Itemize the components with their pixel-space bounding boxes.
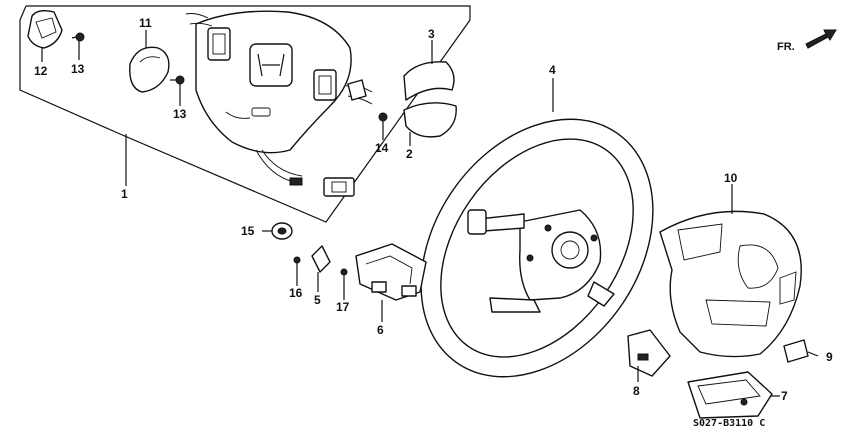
callout-7: 7 (781, 389, 788, 403)
callout-13-upper: 13 (71, 62, 85, 76)
drawing-code: S027-B3110 C (693, 418, 765, 429)
part-14-bolt[interactable] (378, 112, 388, 130)
airbag-module[interactable] (185, 10, 373, 197)
callout-17: 17 (336, 300, 350, 314)
part-17-screw[interactable] (340, 268, 348, 280)
callout-14: 14 (375, 141, 389, 155)
callout-11: 11 (139, 16, 152, 30)
part-11-cap[interactable] (129, 46, 170, 93)
part-4-steering-wheel[interactable] (373, 75, 701, 421)
part-15-grommet[interactable] (271, 222, 293, 240)
leader-lines (41, 30, 819, 397)
part-10-rear-cover[interactable] (659, 210, 802, 358)
callout-1: 1 (121, 187, 128, 201)
front-direction-arrow (805, 29, 837, 49)
part-9-clip[interactable] (783, 339, 809, 363)
part-6-switch[interactable] (355, 243, 427, 301)
callout-12: 12 (34, 64, 48, 78)
part-16-screw[interactable] (293, 256, 301, 270)
callout-2: 2 (406, 147, 413, 161)
callout-4: 4 (549, 63, 556, 77)
callout-6: 6 (377, 323, 384, 337)
callout-8: 8 (633, 384, 640, 398)
assembly-box-outline (19, 5, 471, 223)
callout-9: 9 (826, 350, 833, 364)
part-12-cover[interactable] (27, 9, 63, 49)
callout-15: 15 (241, 224, 255, 238)
callout-13-lower: 13 (173, 107, 187, 121)
part-7-cover[interactable] (687, 371, 773, 419)
part-5-bracket[interactable] (311, 245, 331, 273)
part-2-shim-lower[interactable] (403, 102, 457, 138)
callout-3: 3 (428, 27, 435, 41)
callout-5: 5 (314, 293, 321, 307)
part-3-shim-upper[interactable] (403, 61, 455, 101)
callout-10: 10 (724, 171, 738, 185)
front-direction-label: FR. (777, 41, 795, 53)
callout-16: 16 (289, 286, 303, 300)
part-13-bolt-upper[interactable] (71, 32, 85, 42)
part-13-bolt-lower[interactable] (170, 75, 185, 85)
part-8-cover[interactable] (627, 329, 671, 377)
